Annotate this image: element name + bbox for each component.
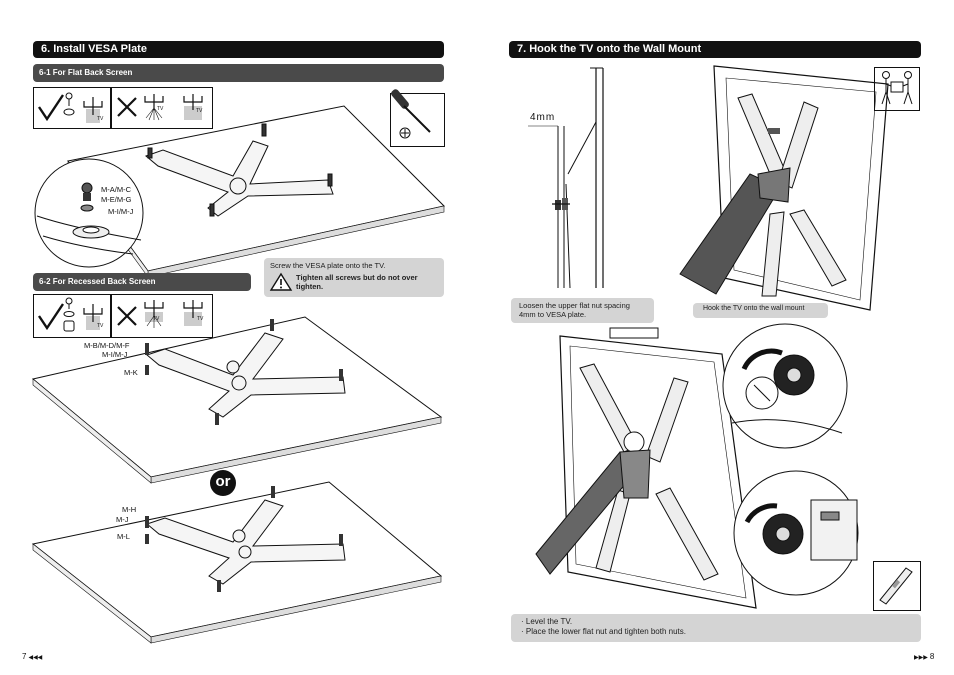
level-note: · Level the TV. · Place the lower flat n… bbox=[511, 614, 921, 642]
two-person-box bbox=[874, 67, 920, 111]
arrow-left-icon: ◀◀◀ bbox=[28, 655, 43, 661]
incorrect-parts-box bbox=[111, 87, 213, 129]
correct-parts-box bbox=[33, 87, 111, 129]
overtight-screw-icon bbox=[144, 300, 164, 328]
warning-text: Tighten all screws but do not over tight… bbox=[296, 273, 418, 291]
tv-tag: TV bbox=[153, 316, 160, 322]
arrow-right-icon: ▶▶▶ bbox=[914, 655, 928, 661]
step-text: Place the lower flat nut and tighten bot… bbox=[525, 627, 686, 636]
page-number: 8 bbox=[929, 652, 935, 661]
screw-into-tv-icon bbox=[83, 97, 103, 123]
cross-icon bbox=[117, 306, 137, 326]
subsection-title-flat-back: 6-1 For Flat Back Screen bbox=[33, 64, 444, 82]
check-icon bbox=[38, 303, 64, 331]
magnifier-detail bbox=[34, 158, 144, 268]
tv-tag: TV bbox=[97, 323, 104, 329]
note-text: Screw the VESA plate onto the TV. bbox=[270, 261, 386, 270]
screw-note: Screw the VESA plate onto the TV. Tighte… bbox=[264, 258, 444, 297]
part-label: M-L bbox=[117, 532, 130, 541]
part-label: M-E/M-G bbox=[101, 195, 132, 204]
tv-tag: TV bbox=[97, 116, 104, 122]
page-number-left: 7◀◀◀ bbox=[22, 652, 42, 661]
nut-spacing-note: Loosen the upper flat nut spacing 4mm to… bbox=[511, 298, 654, 323]
part-label: M-H bbox=[122, 505, 137, 514]
screwdriver-icon bbox=[391, 89, 431, 139]
screw-into-tv-icon bbox=[83, 304, 103, 330]
recessed-back-tv-alt-illustration bbox=[31, 481, 443, 644]
correct-parts-box bbox=[33, 294, 111, 338]
two-person-lift-icon bbox=[881, 71, 913, 105]
tv-tag: TV bbox=[157, 106, 164, 112]
level-tv-illustration bbox=[535, 327, 757, 609]
part-label: M-I/M-J bbox=[108, 207, 134, 216]
screw-washer-spacer-icon bbox=[63, 297, 75, 332]
part-label: M-B/M-D/M-F bbox=[84, 341, 130, 350]
tv-tag: TV bbox=[197, 316, 204, 322]
step-text: Level the TV. bbox=[525, 617, 573, 626]
check-icon bbox=[38, 94, 64, 122]
part-label: M-A/M-C bbox=[101, 185, 131, 194]
lower-nut-detail-circle bbox=[733, 470, 859, 596]
screw-washer-icon bbox=[63, 92, 75, 116]
bullet-icon: · bbox=[521, 617, 526, 626]
part-label: M-J bbox=[116, 515, 129, 524]
screw-tv-gap-icon bbox=[183, 94, 203, 120]
tv-tag: TV bbox=[196, 108, 203, 114]
upper-nut-detail-circle bbox=[722, 323, 848, 449]
spirit-level-icon bbox=[879, 567, 913, 605]
or-badge: or bbox=[210, 470, 236, 496]
recessed-back-tv-illustration bbox=[31, 316, 443, 484]
cross-icon bbox=[117, 97, 137, 117]
page-number-right: ▶▶▶8 bbox=[914, 652, 934, 661]
nut-spacing-profile-diagram bbox=[528, 67, 604, 289]
tighten-step: · Place the lower flat nut and tighten b… bbox=[521, 627, 911, 637]
level-step: · Level the TV. bbox=[521, 617, 911, 627]
bullet-icon: · bbox=[521, 627, 526, 636]
incorrect-parts-box bbox=[111, 294, 213, 338]
tool-box bbox=[390, 93, 445, 147]
level-tool-box bbox=[873, 561, 921, 611]
warning-icon bbox=[269, 272, 293, 291]
hook-note: Hook the TV onto the wall mount bbox=[693, 303, 828, 318]
gap-label: 4mm bbox=[530, 112, 556, 123]
section-title-install-vesa: 6. Install VESA Plate bbox=[33, 41, 444, 58]
part-label: M-I/M-J bbox=[102, 350, 128, 359]
subsection-title-recessed-back: 6-2 For Recessed Back Screen bbox=[33, 273, 251, 291]
part-label: M-K bbox=[124, 368, 138, 377]
page-number: 7 bbox=[22, 652, 27, 661]
section-title-hook-tv: 7. Hook the TV onto the Wall Mount bbox=[509, 41, 921, 58]
vesa-plate bbox=[145, 140, 334, 217]
overtight-screw-icon bbox=[144, 94, 164, 121]
screw-tv-gap-icon bbox=[183, 300, 203, 326]
hook-tv-illustration bbox=[679, 65, 889, 311]
screw-set bbox=[147, 123, 333, 217]
